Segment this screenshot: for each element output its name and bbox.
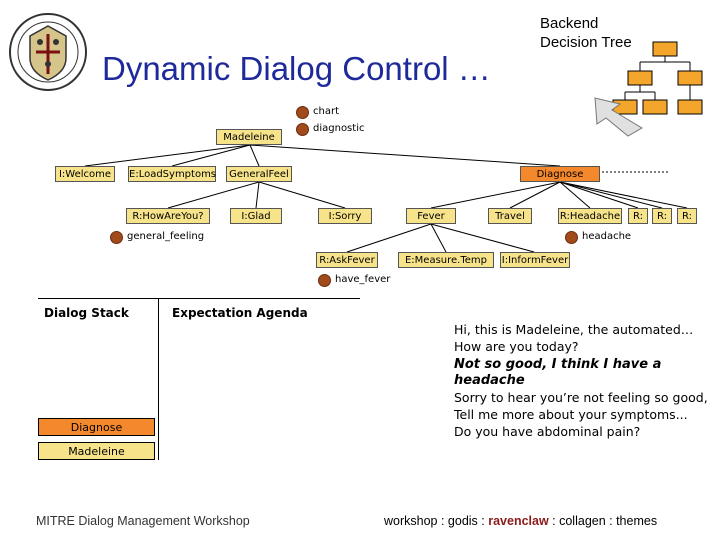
concept-label-general-feeling: general_feeling xyxy=(127,231,205,242)
transcript-user-line: Not so good, I think I have a xyxy=(454,357,662,372)
node-load-symptoms: E:LoadSymptoms xyxy=(128,166,216,182)
backend-label-line1: Backend xyxy=(540,15,599,32)
transcript-line: Tell me more about your symptoms... xyxy=(454,407,688,422)
backend-tree-label: Backend Decision Tree xyxy=(540,14,632,52)
footer-nav: workshop : godis : ravenclaw : collagen … xyxy=(384,514,657,528)
node-inform-fever: I:InformFever xyxy=(500,252,570,268)
transcript-line: Sorry to hear you’re not feeling so good… xyxy=(454,390,708,405)
node-glad: I:Glad xyxy=(230,208,282,224)
footer-nav-suffix: : collagen : themes xyxy=(548,514,658,528)
node-measure-temp: E:Measure.Temp xyxy=(398,252,494,268)
backend-label-line2: Decision Tree xyxy=(540,34,632,51)
transcript-line: How are you today? xyxy=(454,339,579,354)
node-r-1: R: xyxy=(628,208,648,224)
node-general-feel: GeneralFeel xyxy=(226,166,292,182)
node-diagnose: Diagnose xyxy=(520,166,600,182)
concept-dot-chart xyxy=(296,106,309,119)
stack-top-rule xyxy=(38,298,360,299)
footer-nav-prefix: workshop : godis : xyxy=(384,514,489,528)
node-fever: Fever xyxy=(406,208,456,224)
concept-label-diagnostic: diagnostic xyxy=(313,123,365,134)
stack-item-madeleine: Madeleine xyxy=(38,442,155,460)
node-how-are-you: R:HowAreYou? xyxy=(126,208,210,224)
node-welcome: I:Welcome xyxy=(55,166,115,182)
node-sorry: I:Sorry xyxy=(318,208,372,224)
footer-nav-current: ravenclaw xyxy=(488,514,549,528)
transcript-line: Hi, this is Madeleine, the automated… xyxy=(454,322,694,337)
concept-dot-headache xyxy=(565,231,578,244)
concept-dot-have-fever xyxy=(318,274,331,287)
stack-item-diagnose: Diagnose xyxy=(38,418,155,436)
node-madeleine: Madeleine xyxy=(216,129,282,145)
expectation-agenda-header: Expectation Agenda xyxy=(172,306,308,320)
transcript-user-line: headache xyxy=(454,373,525,388)
concept-dot-diagnostic xyxy=(296,123,309,136)
node-ask-fever: R:AskFever xyxy=(316,252,378,268)
node-headache: R:Headache xyxy=(558,208,622,224)
concept-label-have-fever: have_fever xyxy=(335,274,391,285)
dialog-stack-header: Dialog Stack xyxy=(44,306,129,320)
transcript-line: Do you have abdominal pain? xyxy=(454,424,641,439)
stack-divider xyxy=(158,298,159,460)
node-r-2: R: xyxy=(652,208,672,224)
university-seal-logo xyxy=(9,13,87,91)
concept-label-headache: headache xyxy=(582,231,632,242)
node-r-3: R: xyxy=(677,208,697,224)
concept-dot-general-feeling xyxy=(110,231,123,244)
slide-title: Dynamic Dialog Control … xyxy=(102,50,491,87)
tree-connectors xyxy=(84,97,688,253)
concept-label-chart: chart xyxy=(313,106,339,117)
node-travel: Travel xyxy=(488,208,532,224)
footer-workshop-name: MITRE Dialog Management Workshop xyxy=(36,514,250,528)
